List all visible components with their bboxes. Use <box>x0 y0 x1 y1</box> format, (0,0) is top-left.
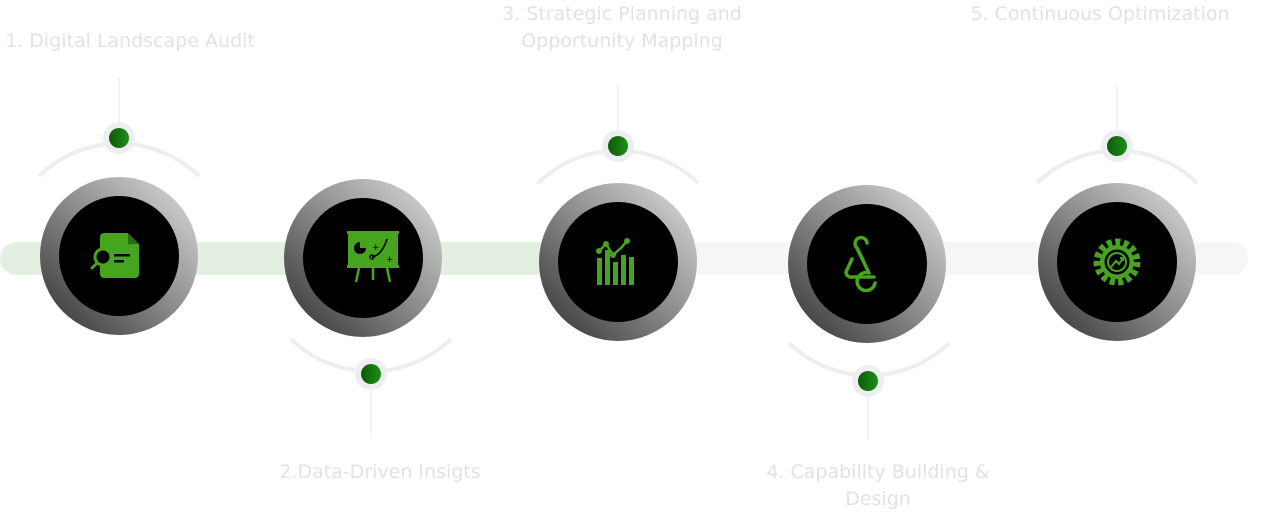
step-1-label: 1. Digital Landscape Audit <box>5 30 255 52</box>
step-5-label: 5. Continuous Optimization <box>970 3 1230 25</box>
gear-growth-icon <box>1093 238 1141 286</box>
bar-line-chart-icon <box>596 238 634 285</box>
step-3-dot <box>602 130 634 162</box>
step-3-label-line1: 3. Strategic Planning and <box>502 3 742 25</box>
webhook-icon <box>844 235 877 293</box>
step-2-label: 2.Data-Driven Insigts <box>279 461 481 483</box>
step-4-node <box>788 185 946 343</box>
step-5-dot <box>1101 130 1133 162</box>
svg-text:+: + <box>372 243 380 253</box>
step-2-dot <box>355 358 387 390</box>
step-4-label-line1: 4. Capability Building & <box>766 461 990 483</box>
step-3-label-line2: Opportunity Mapping <box>521 30 723 52</box>
step-4-label-line2: Design <box>845 488 911 510</box>
svg-text:+: + <box>386 255 394 265</box>
document-search-icon <box>90 233 139 278</box>
presentation-board-icon: + + <box>347 231 399 283</box>
step-4-dot <box>852 365 884 397</box>
step-1-dot <box>103 122 135 154</box>
